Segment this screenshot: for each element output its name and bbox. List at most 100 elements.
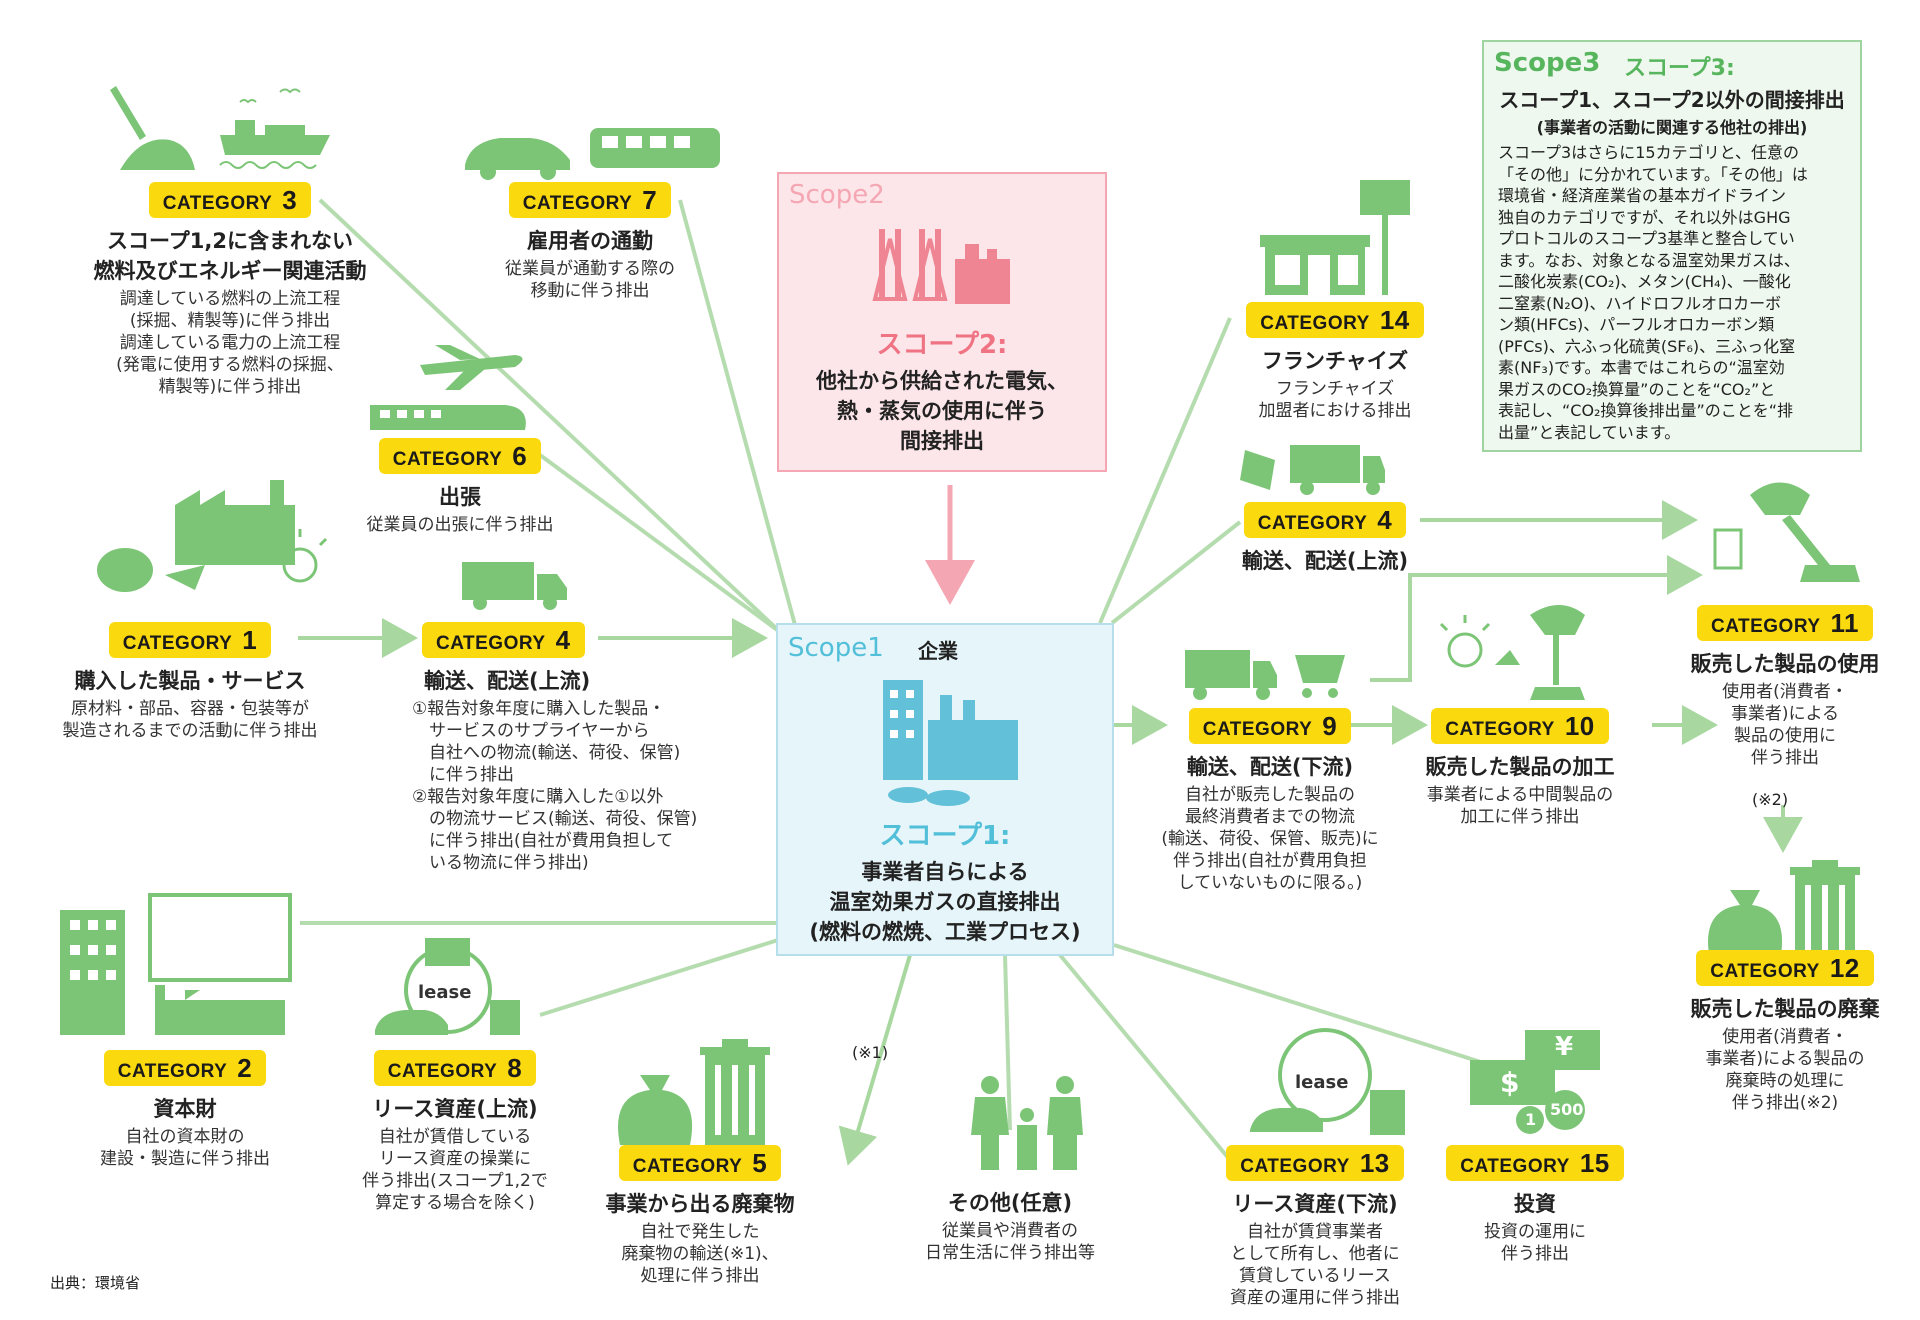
desc-line: 廃棄時の処理に (1725, 1071, 1845, 1091)
category-number: 3 (282, 185, 298, 215)
desc-line: 自社の資本財の (125, 1127, 245, 1147)
scope3-name: スコープ3: (1624, 56, 1735, 81)
factory-icon (883, 680, 1018, 806)
desc-line: ②報告対象年度に購入した①以外 (412, 787, 664, 807)
line-c6 (538, 453, 782, 634)
family-icon (971, 1076, 1083, 1170)
arrow-c9-c11 (1370, 555, 1703, 682)
category-desc: 従業員の出張に伴う排出 (366, 515, 554, 535)
category-desc: 従業員や消費者の日常生活に伴う排出等 (900, 1220, 1120, 1264)
desc-line: 事業者による中間製品の (1426, 785, 1614, 805)
desc-line: 事業者)による製品の (1705, 1049, 1865, 1069)
desc-line: 伴う排出(スコープ1,2で (362, 1171, 548, 1191)
category-word: CATEGORY (522, 193, 633, 214)
line-c8 (539, 938, 779, 1017)
category-desc: 投資の運用に伴う排出 (1440, 1221, 1630, 1265)
desc-line: リース資産の操業に (378, 1149, 532, 1169)
category-desc: 自社が賃貸事業者として所有し、他者に賃貸しているリース資産の運用に伴う排出 (1205, 1221, 1425, 1309)
category-desc: 自社が賃借しているリース資産の操業に伴う排出(スコープ1,2で算定する場合を除く… (340, 1126, 570, 1214)
category-word: CATEGORY (1202, 719, 1313, 740)
category-number: 6 (512, 441, 528, 471)
desc-line: に伴う排出(自社が費用負担して (412, 831, 674, 851)
scope2-name: スコープ2: (876, 330, 1008, 360)
category-other: その他(任意) 従業員や消費者の日常生活に伴う排出等 (900, 1180, 1120, 1264)
category-word: CATEGORY (392, 449, 503, 470)
waste-bag-bin-icon (618, 1039, 770, 1145)
desc-line: 原材料・部品、容器・包装等が (71, 699, 309, 719)
desc-line: 廃棄物の輸送(※1)、 (621, 1244, 779, 1264)
category-number: 8 (507, 1053, 523, 1083)
category-word: CATEGORY (1445, 719, 1555, 740)
category-title: フランチャイズ (1261, 349, 1409, 373)
desc-line: 自社が賃借している (378, 1127, 532, 1147)
desc-line: (輸送、荷役、保管、販売)に (1161, 829, 1379, 849)
category-title: スコープ1,2に含まれない燃料及びエネルギー関連活動 (80, 226, 380, 286)
desc-line: 加工に伴う排出 (1460, 807, 1580, 827)
lease-label: lease (1295, 1072, 1349, 1093)
mining-ship-icon (110, 86, 330, 170)
category-desc: 調達している燃料の上流工程(採掘、精製等)に伴う排出調達している電力の上流工程(… (80, 288, 380, 398)
scope3-body-line: 果ガスのCO₂換算量”のことを“CO₂”と (1498, 379, 1776, 399)
waste-bag-bin-icon (1708, 860, 1860, 960)
category-number: 1 (242, 625, 258, 655)
desc-line: 伴う排出 (1751, 748, 1819, 768)
desc-line: 日常生活に伴う排出等 (925, 1243, 1095, 1263)
desc-line: 移動に伴う排出 (530, 281, 650, 301)
desc-line: 伴う排出(自社が費用負担 (1173, 851, 1367, 871)
category-title: リース資産(下流) (1232, 1192, 1398, 1216)
category-badge: CATEGORY 9 (1188, 708, 1352, 744)
desc-line: の物流サービス(輸送、荷役、保管) (412, 809, 698, 829)
scope3-body-line: 表記し、“CO₂換算後排出量”のことを“排 (1498, 401, 1794, 420)
note-2: (※2) (1752, 790, 1789, 809)
category-title: 販売した製品の廃棄 (1690, 997, 1880, 1021)
desc-line: 製造されるまでの活動に伴う排出 (62, 721, 318, 741)
lease-upstream-icon: lease (370, 930, 525, 1040)
desc-line: 自社で発生した (640, 1222, 760, 1242)
scope3-body-line: 二窒素(N₂O)、ハイドロフルオロカーボ (1498, 293, 1782, 313)
desc-line: 従業員が通勤する際の (505, 259, 675, 279)
scope3-body-line: (PFCs)、六ふっ化硫黄(SF₆)、三ふっ化窒 (1498, 336, 1796, 356)
category-number: 15 (1579, 1148, 1610, 1178)
lamp-outlet-icon (1713, 482, 1860, 582)
desc-line: サービスのサプライヤーから (412, 721, 650, 741)
category-title: 販売した製品の加工 (1425, 755, 1615, 779)
category-title: 輸送、配送(上流) (1241, 549, 1409, 573)
category-number: 4 (555, 625, 571, 655)
scope3-title: スコープ1、スコープ2以外の間接排出 (1499, 88, 1845, 112)
desc-line: 資産の運用に伴う排出 (1230, 1288, 1400, 1308)
desc-line: として所有し、他者に (1230, 1244, 1400, 1264)
scope2-box: Scope2 スコープ2: 他社から供給された電気、 熱・蒸気の使用に伴う 間接… (777, 172, 1107, 472)
capital-goods-icon (60, 893, 292, 1035)
category-word: CATEGORY (1710, 616, 1821, 637)
desc-line: 投資の運用に (1484, 1222, 1586, 1242)
scope2-line-2: 熱・蒸気の使用に伴う (837, 399, 1047, 423)
line-c4b (1110, 520, 1242, 625)
category-number: 11 (1830, 608, 1860, 638)
desc-line: 加盟者における排出 (1258, 401, 1412, 421)
line-c15 (1113, 943, 1491, 1067)
desc-line: フランチャイズ (1275, 379, 1395, 399)
category-number: 9 (1322, 711, 1338, 741)
desc-line: していないものに限る。) (1177, 873, 1363, 893)
source-note: 出典：環境省 (50, 1274, 141, 1292)
scope3-body-line: 独自のカテゴリですが、それ以外はGHG (1498, 207, 1791, 227)
category-desc: ①報告対象年度に購入した製品・ サービスのサプライヤーから 自社への物流(輸送、… (412, 698, 762, 874)
category-number: 13 (1359, 1148, 1390, 1178)
desc-line: 事業者)による (1730, 704, 1840, 724)
